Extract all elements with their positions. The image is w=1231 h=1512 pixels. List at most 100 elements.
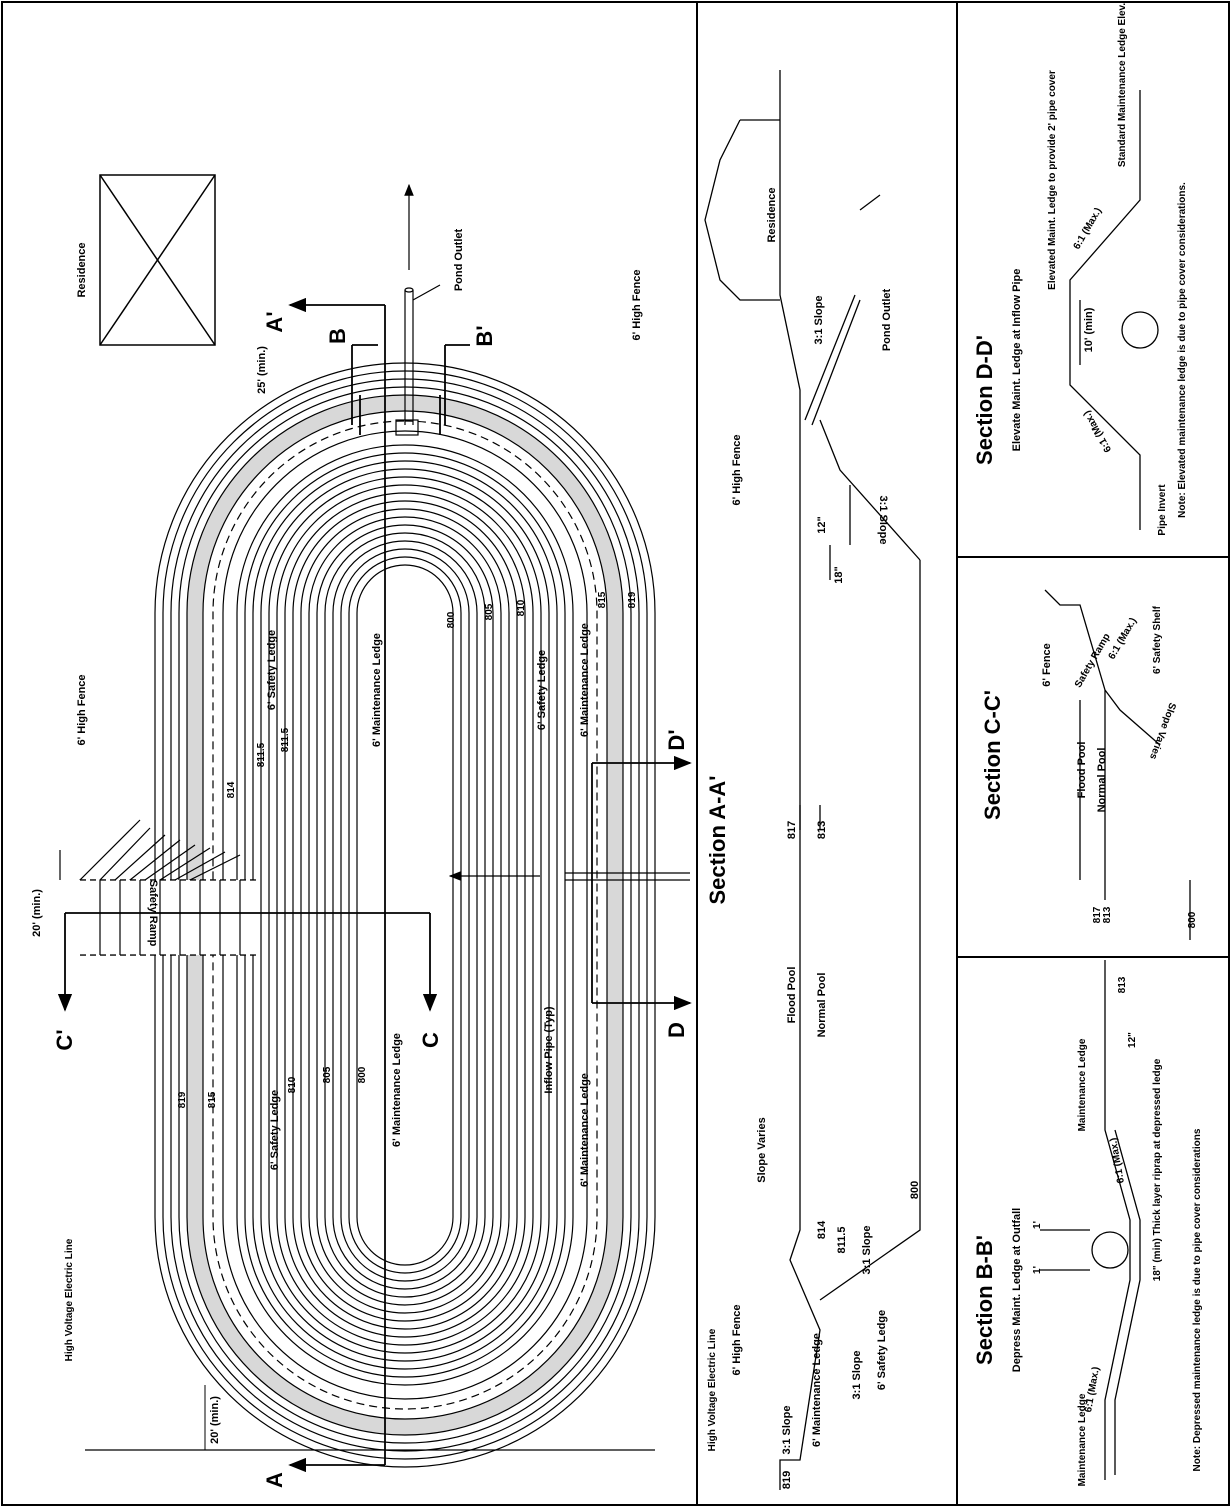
cc-ramp: Safety Ramp (1073, 632, 1113, 690)
aa-fence-top: 6' High Fence (731, 434, 743, 505)
bb-dim-1a: 1' (1032, 1266, 1043, 1274)
plan-ramp-width-label: 20' (min.) (31, 889, 43, 937)
aa-elev-819: 819 (781, 1471, 793, 1489)
plan-hv-setback-label: 20' (min.) (209, 1396, 221, 1444)
bb-slope-1: 6:1 (Max.) (1083, 1366, 1102, 1413)
aa-hv-line: High Voltage Electric Line (707, 1328, 718, 1451)
cut-b-label: B (325, 328, 350, 344)
contour-819-top: 819 (627, 591, 638, 608)
bb-subtitle: Depress Maint. Ledge at Outfall (1011, 1208, 1023, 1372)
plan-pond-outlet-label: Pond Outlet (453, 229, 465, 292)
bb-dim-1b: 1' (1032, 1221, 1043, 1229)
contour-810-top: 810 (516, 599, 527, 616)
cc-elev-800: 800 (1187, 911, 1198, 928)
plan-residence-label: Residence (76, 242, 88, 297)
dd-subtitle: Elevate Maint. Ledge at Inflow Pipe (1011, 269, 1023, 452)
plan-safety-ramp-label: Safety Ramp (147, 880, 159, 947)
contour-8115-b: 811.5 (280, 727, 291, 752)
plan-fence-left-label: 6' High Fence (76, 674, 88, 745)
aa-slope-3-1: 3:1 Slope (781, 1406, 793, 1455)
aa-pond-outlet: Pond Outlet (881, 289, 893, 352)
plan-maint-ledge-2: 6' Maintenance Ledge (391, 1033, 403, 1147)
cc-elev-813: 813 (1102, 906, 1113, 923)
dd-pipe-invert: Pipe Invert (1157, 484, 1168, 536)
cut-d-label: D (664, 1022, 689, 1038)
cut-c-label: C (418, 1032, 443, 1048)
plan-safety-ledge-2: 6' Safety Ledge (269, 1090, 281, 1170)
bb-elev-813: 813 (1117, 976, 1128, 993)
contour-805-bottom: 805 (322, 1066, 333, 1083)
aa-fence-bottom: 6' High Fence (731, 1304, 743, 1375)
bb-maint-ledge-right: Maintenance Ledge (1077, 1038, 1088, 1131)
aa-flood-pool: Flood Pool (786, 967, 798, 1024)
contour-800-top: 800 (446, 611, 457, 628)
section-dd: Section D-D' Elevate Maint. Ledge at Inf… (972, 3, 1188, 536)
pond-outlet-pipe (395, 183, 441, 436)
aa-slope-top: 3:1 Slope (813, 296, 825, 345)
aa-maint-ledge: 6' Maintenance Ledge (811, 1333, 823, 1447)
plan-res-setback-label: 25' (min.) (256, 346, 268, 394)
plan-safety-ledge-1: 6' Safety Ledge (266, 630, 278, 710)
aa-slope-bottom: 3:1 Slope (861, 1226, 873, 1275)
cut-a-label: A (262, 1472, 287, 1488)
section-bb: Section B-B' Depress Maint. Ledge at Out… (972, 960, 1203, 1486)
aa-elev-8115: 811.5 (836, 1227, 848, 1254)
bb-riprap: 18" (min) Thick layer riprap at depresse… (1152, 1058, 1163, 1281)
cut-b2-label: B' (472, 325, 497, 346)
contour-810-bottom: 810 (287, 1076, 298, 1093)
plan-maint-ledge-4: 6' Maintenance Ledge (579, 1073, 591, 1187)
bb-dim-12: 12" (1127, 1032, 1138, 1048)
cc-elev-817: 817 (1092, 906, 1103, 923)
plan-fence-top-label: 6' High Fence (631, 269, 643, 340)
aa-elev-817: 817 (786, 821, 798, 839)
cc-fence: 6' Fence (1041, 643, 1053, 687)
cut-d2-label: D' (664, 729, 689, 750)
aa-dim-18: 18" (833, 566, 845, 583)
contour-815-bottom: 815 (207, 1091, 218, 1108)
aa-slope-3-1b: 3:1 Slope (851, 1351, 863, 1400)
aa-slope-right: 3:1 Slope (877, 496, 889, 545)
bb-maint-ledge-left: Maintenance Ledge (1077, 1393, 1088, 1486)
section-aa: Section A-A' Residence 6' High Fence 3:1… (704, 70, 921, 1490)
dd-standard-ledge: Standard Maintenance Ledge Elev. (1117, 3, 1128, 168)
aa-elev-813: 813 (816, 821, 828, 839)
aa-elev-800: 800 (909, 1181, 921, 1199)
dd-note: Note: Elevated maintenance ledge is due … (1177, 182, 1188, 518)
cc-slope: Slope Varies (1147, 701, 1178, 761)
contour-819-bottom: 819 (177, 1091, 188, 1108)
section-lines (57, 297, 692, 1473)
contour-805-top: 805 (484, 603, 495, 620)
plan-maint-ledge-3: 6' Maintenance Ledge (579, 623, 591, 737)
aa-residence: Residence (766, 187, 778, 242)
dd-elevated-ledge: Elevated Maint. Ledge to provide 2' pipe… (1047, 70, 1058, 290)
section-cc: Section C-C' 6' Fence Safety Ramp 6:1 (M… (980, 589, 1198, 940)
bb-slope-2: 6:1 (Max.) (1108, 1137, 1127, 1184)
aa-slope-varies: Slope Varies (756, 1117, 768, 1182)
aa-dim-12: 12" (816, 516, 828, 533)
cc-normal-pool: Normal Pool (1096, 748, 1108, 813)
aa-normal-pool: Normal Pool (816, 973, 828, 1038)
aa-safety-ledge: 6' Safety Ledge (876, 1310, 888, 1390)
plan-safety-ledge-3: 6' Safety Ledge (536, 650, 548, 730)
section-dd-title: Section D-D' (972, 335, 997, 465)
plan-hv-line-label: High Voltage Electric Line (64, 1238, 75, 1361)
cut-a2-label: A' (262, 311, 287, 332)
contour-8115-a: 811.5 (256, 742, 267, 767)
cc-shelf: 6' Safety Shelf (1152, 605, 1163, 674)
residence-box (99, 174, 216, 346)
dd-slope-2: 6:1 (Max.) (1082, 409, 1115, 454)
dd-slope-1: 6:1 (Max.) (1072, 206, 1105, 251)
contour-815-top: 815 (597, 591, 608, 608)
cut-c2-label: C' (52, 1029, 77, 1050)
cc-flood-pool: Flood Pool (1076, 742, 1088, 799)
section-cc-title: Section C-C' (980, 690, 1005, 820)
plan-view: Residence Pond Outlet 6' High Fence 6' H… (31, 174, 692, 1488)
bb-note: Note: Depressed maintenance ledge is due… (1192, 1128, 1203, 1471)
aa-elev-814: 814 (816, 1220, 828, 1239)
section-bb-title: Section B-B' (972, 1235, 997, 1365)
plan-maint-ledge-1: 6' Maintenance Ledge (371, 633, 383, 747)
contour-814-left: 814 (226, 781, 237, 798)
